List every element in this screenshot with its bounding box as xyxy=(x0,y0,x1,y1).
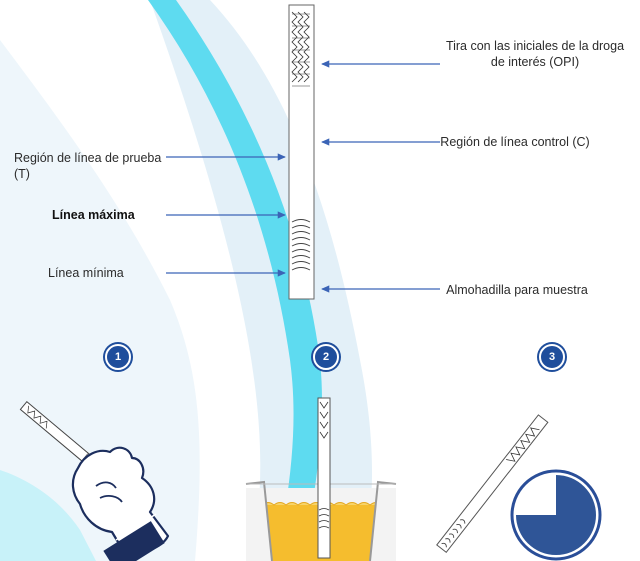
callout-arrows xyxy=(166,60,440,293)
sample-pad-waves xyxy=(291,219,311,271)
label-test-region: Región de línea de prueba (T) xyxy=(14,151,162,181)
label-sample-pad: Almohadilla para muestra xyxy=(446,283,588,297)
step-3-badge: 3 xyxy=(539,344,565,370)
label-max-line: Línea máxima xyxy=(52,208,135,222)
step-1-badge: 1 xyxy=(105,344,131,370)
drug-initials-pattern xyxy=(291,11,310,87)
timer-icon xyxy=(510,469,602,561)
label-min-line: Línea mínima xyxy=(48,266,124,280)
label-drug-strip: Tira con las iniciales de la droga de in… xyxy=(445,39,625,69)
label-control-region: Región de línea control (C) xyxy=(440,135,590,149)
test-strip xyxy=(288,4,315,300)
step-2-badge: 2 xyxy=(313,344,339,370)
step3-timer-illustration xyxy=(436,414,602,561)
step1-gloved-hand-illustration xyxy=(19,401,170,561)
step2-cup-illustration xyxy=(245,397,397,561)
